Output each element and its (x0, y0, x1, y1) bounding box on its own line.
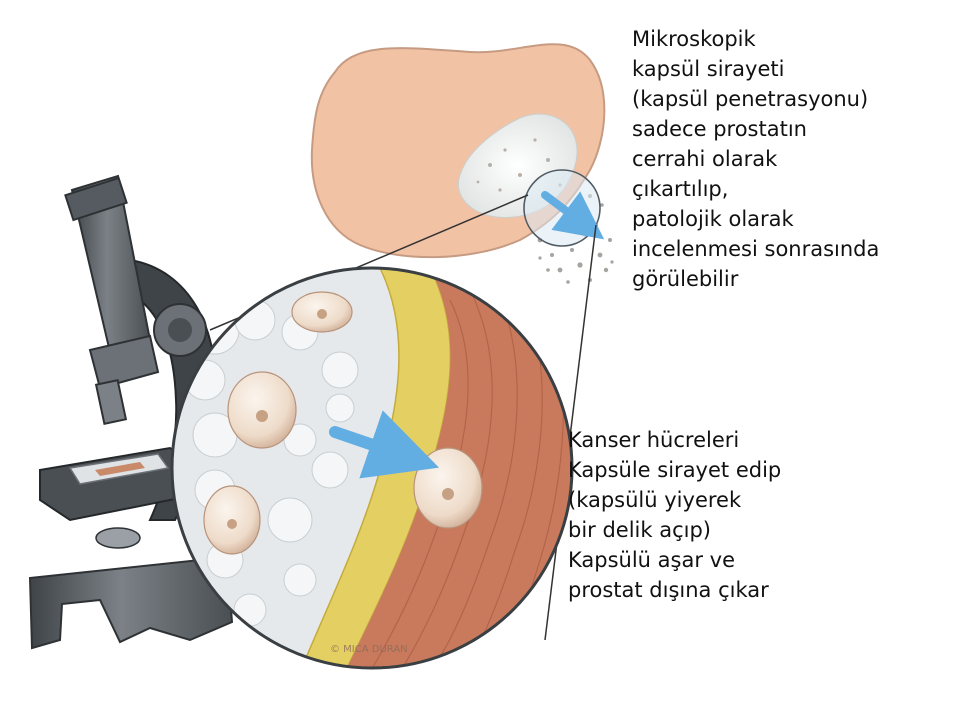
capsule-penetration-caption: Mikroskopik kapsül sirayeti (kapsül pene… (632, 24, 879, 294)
caption-line: prostat dışına çıkar (568, 578, 769, 602)
caption-line: sadece prostatın (632, 117, 807, 141)
caption-line: çıkartılıp, (632, 177, 729, 201)
caption-line: kapsül sirayeti (632, 57, 785, 81)
caption-line: Kapsülü aşar ve (568, 548, 736, 572)
caption-line: bir delik açıp) (568, 518, 712, 542)
caption-line: incelenmesi sonrasında (632, 237, 880, 261)
caption-line: görülebilir (632, 267, 739, 291)
caption-line: (kapsül penetrasyonu) (632, 87, 869, 111)
capsule-yellow-layer (298, 268, 452, 668)
lens-frame (170, 266, 574, 670)
caption-line: Mikroskopik (632, 27, 756, 51)
artist-signature: © MICA DURAN (330, 644, 408, 655)
small-arrow (541, 191, 605, 240)
microscope-objective (94, 378, 128, 426)
prostate-illustration (310, 43, 614, 284)
slide-sample (95, 462, 145, 476)
invasion-arrow (329, 410, 440, 479)
cell-nuclei (227, 309, 454, 529)
microscope-light (95, 527, 141, 549)
caption-line: cerrahi olarak (632, 147, 778, 171)
caption-line: Kapsüle sirayet edip (568, 458, 782, 482)
caption-line: patolojik olarak (632, 207, 794, 231)
magnified-lens: © MICA DURAN (170, 266, 574, 670)
cancer-cells-caption: Kanser hücreleri Kapsüle sirayet edip (k… (568, 425, 781, 605)
caption-line: Kanser hücreleri (568, 428, 740, 452)
microscope-nosepiece (88, 334, 160, 390)
caption-line: (kapsülü yiyerek (568, 488, 742, 512)
microscope-eyepiece (64, 176, 128, 222)
